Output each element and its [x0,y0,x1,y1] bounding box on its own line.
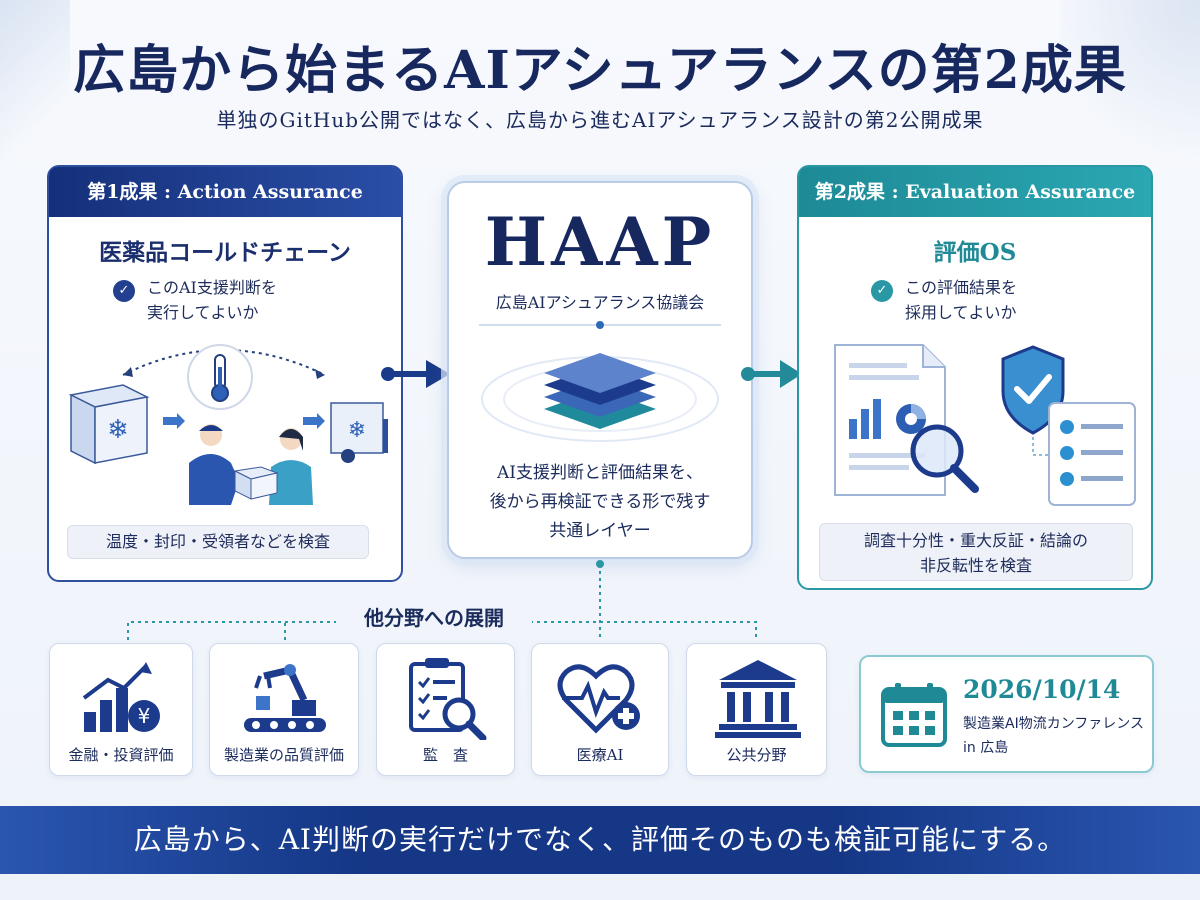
expansion-label-finance: 金融・投資評価 [68,746,174,764]
expansion-label-audit: 監 査 [422,746,468,764]
public-building-icon [715,660,801,738]
medical-heart-icon [557,664,640,734]
event-name: 製造業AI物流カンファレンス [963,716,1145,732]
haap-subtitle: 広島AIアシュアランス協議会 [495,293,705,312]
question-line-1: このAI支援判断を [147,278,277,297]
second-result-header: 第2成果 : Evaluation Assurance [799,167,1151,217]
corner-decoration-right [1060,0,1200,180]
right-footer-line-2: 非反転性を検査 [919,556,1032,575]
expansion-label-medical: 医療AI [576,746,624,764]
check-icon: ✓ [871,280,893,302]
question-line-2: 実行してよいか [147,303,259,322]
event-card: 2026/10/14 製造業AI物流カンファレンス in 広島 [859,655,1154,773]
expansion-tile-medical: 医療AI [531,643,669,776]
event-place: in 広島 [963,740,1009,756]
first-result-card: 第1成果 : Action Assurance 医薬品コールドチェーン ✓ この… [47,165,403,582]
expansion-label-manufacturing: 製造業の品質評価 [223,746,344,764]
right-check-items: 調査十分性・重大反証・結論の 非反転性を検査 [819,523,1133,581]
expansion-tile-manufacturing: 製造業の品質評価 [209,643,359,776]
bottom-banner: 広島から、AI判断の実行だけでなく、評価そのものも検証可能にする。 [0,806,1200,874]
right-question-line-1: この評価結果を [905,278,1018,297]
cold-chain-title: 医薬品コールドチェーン [99,239,351,266]
thermometer-icon [187,344,253,410]
audit-clipboard-icon [409,658,487,740]
svg-text:❄: ❄ [348,418,366,443]
finance-chart-icon: ¥ [82,662,160,732]
expansion-tile-public: 公共分野 [686,643,827,776]
event-date: 2026/10/14 [963,675,1121,704]
refrigerated-truck-icon: ❄ [330,402,388,463]
handover-people-icon [189,424,313,505]
haap-logo: HAAP [484,203,716,281]
cold-chain-illustration: ❄ ❄ [68,344,388,505]
arrow-right-teal-icon [741,360,802,388]
haap-desc-line-1: AI支援判断と評価結果を、 [497,463,703,483]
layer-stack-icon [479,321,721,442]
page-subtitle: 単独のGitHub公開ではなく、広島から進むAIアシュアランス設計の第2公開成果 [216,108,984,132]
arrow-right-icon [381,360,450,388]
calendar-icon [881,683,947,747]
expansion-connectors [127,560,757,640]
svg-text:❄: ❄ [107,415,129,445]
expansion-tile-finance: ¥ 金融・投資評価 [49,643,193,776]
right-question-line-2: 採用してよいか [905,303,1017,322]
svg-text:¥: ¥ [138,704,151,728]
expansion-label: 他分野への展開 [336,602,532,631]
haap-desc-line-3: 共通レイヤー [549,521,651,541]
haap-description: AI支援判断と評価結果を、 後から再検証できる形で残す 共通レイヤー [449,459,751,546]
right-footer-line-1: 調査十分性・重大反証・結論の [863,531,1088,550]
expansion-tile-audit: 監 査 [376,643,515,776]
check-icon: ✓ [113,280,135,302]
magnifier-icon [910,424,979,493]
second-result-card: 第2成果 : Evaluation Assurance 評価OS ✓ この評価結… [797,165,1153,590]
corner-decoration-left [0,0,70,170]
robot-arm-icon [244,664,326,732]
evaluation-illustration [834,344,1136,506]
checklist-icon [1048,402,1136,506]
haap-desc-line-2: 後から再検証できる形で残す [489,492,711,512]
expansion-label-public: 公共分野 [726,746,787,764]
haap-core-card: HAAP 広島AIアシュアランス協議会 AI支援判断と評価結果を、 後から再検証… [447,181,753,559]
first-result-header: 第1成果 : Action Assurance [49,167,401,217]
cold-box-icon: ❄ [68,384,150,465]
evaluation-os-title: 評価OS [933,239,1017,266]
left-check-items: 温度・封印・受領者などを検査 [67,525,369,559]
page-title: 広島から始まるAIアシュアランスの第2成果 [73,40,1127,101]
